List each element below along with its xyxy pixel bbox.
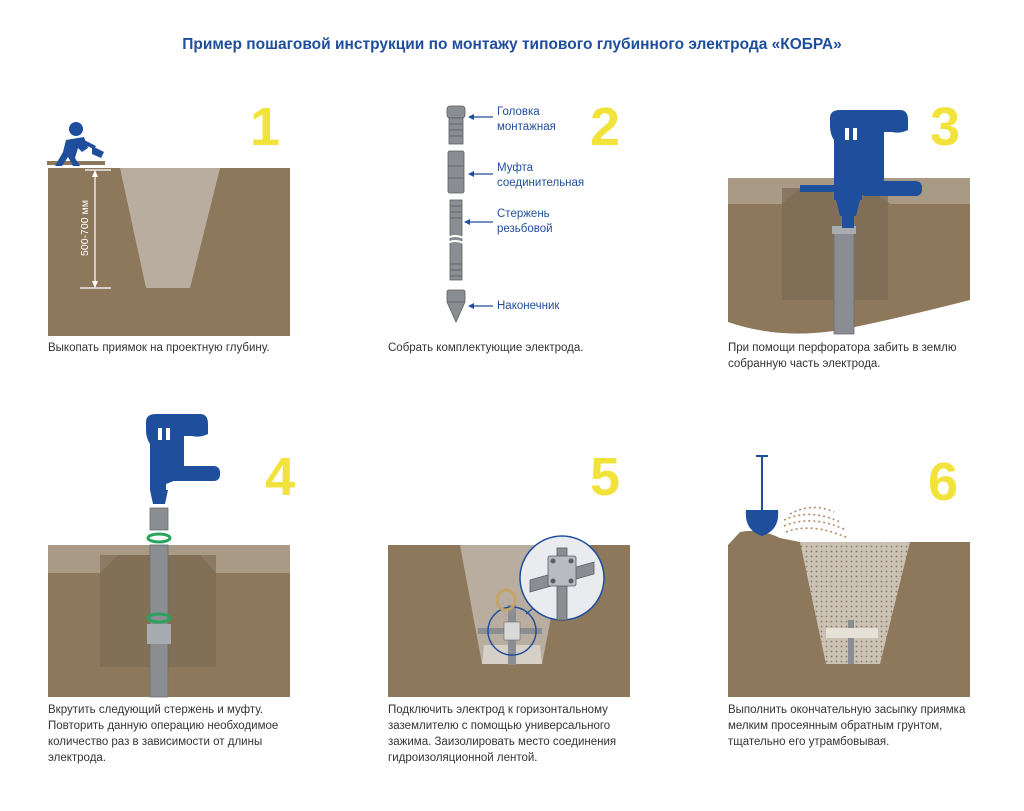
step-1-illustration: 500-700 мм — [47, 122, 290, 336]
step-caption: При помощи перфоратора забить в землю со… — [728, 342, 957, 370]
pit — [120, 168, 220, 288]
step-2-illustration — [446, 105, 493, 323]
step-caption: Подключить электрод к горизонтальному за… — [388, 704, 617, 764]
coupling-ring-lower — [146, 612, 172, 624]
step-number: 2 — [590, 97, 621, 157]
step-1: 500-700 мм 1 Выкопать приямок на проектн… — [0, 0, 340, 400]
step-number: 1 — [250, 97, 281, 157]
step-caption: Выкопать приямок на проектную глубину. — [48, 342, 270, 354]
step-3: 3 При помощи перфоратора забить в землю … — [0, 0, 1024, 400]
depth-label: 500-700 мм — [79, 200, 91, 256]
step-number: 5 — [590, 447, 621, 507]
step-number: 6 — [928, 452, 959, 512]
step-number: 4 — [265, 447, 296, 507]
label-coupling: Муфта соединительная — [497, 162, 585, 189]
step-3-illustration — [728, 110, 970, 335]
coupling — [147, 624, 171, 644]
rod-section — [149, 507, 169, 531]
tape-roll-icon — [495, 588, 517, 612]
digger-icon — [47, 122, 105, 166]
label-threaded-rod: Стержень резьбовой — [497, 208, 553, 235]
part-arrows — [464, 114, 493, 309]
coupling — [447, 150, 465, 194]
mounting-head — [446, 105, 466, 145]
drill-icon — [800, 110, 922, 228]
soil-top — [48, 545, 290, 573]
step-5: 5 Подключить электрод к горизонтальному … — [388, 447, 630, 764]
clamp-detail — [519, 535, 605, 621]
step-caption: Выполнить окончательную засыпку приямка … — [728, 704, 966, 748]
depth-dimension — [80, 169, 111, 289]
threaded-rod — [447, 199, 465, 281]
step-caption: Вкрутить следующий стержень и муфту. Пов… — [48, 704, 279, 764]
tip — [446, 289, 466, 323]
step-2: Головка монтажная Муфта соединительная С… — [0, 0, 700, 400]
shovel-icon — [745, 455, 779, 536]
step-caption: Собрать комплектующие электрода. — [388, 342, 584, 354]
drill-icon — [146, 414, 220, 504]
step-number: 3 — [930, 97, 961, 157]
clamp-taped — [826, 628, 878, 638]
step-4: 4 Вкрутить следующий стержень и муфту. П… — [0, 0, 340, 811]
coupling-ring-upper — [146, 532, 172, 544]
head — [832, 226, 856, 234]
label-tip: Наконечник — [497, 300, 560, 312]
falling-soil — [783, 506, 849, 539]
label-mounting-head: Головка монтажная — [497, 106, 556, 133]
page-title: Пример пошаговой инструкции по монтажу т… — [182, 36, 842, 53]
electrode — [848, 620, 854, 664]
step-4-illustration — [48, 414, 290, 698]
clamp-taped — [503, 621, 521, 641]
step-5-illustration — [388, 535, 630, 697]
